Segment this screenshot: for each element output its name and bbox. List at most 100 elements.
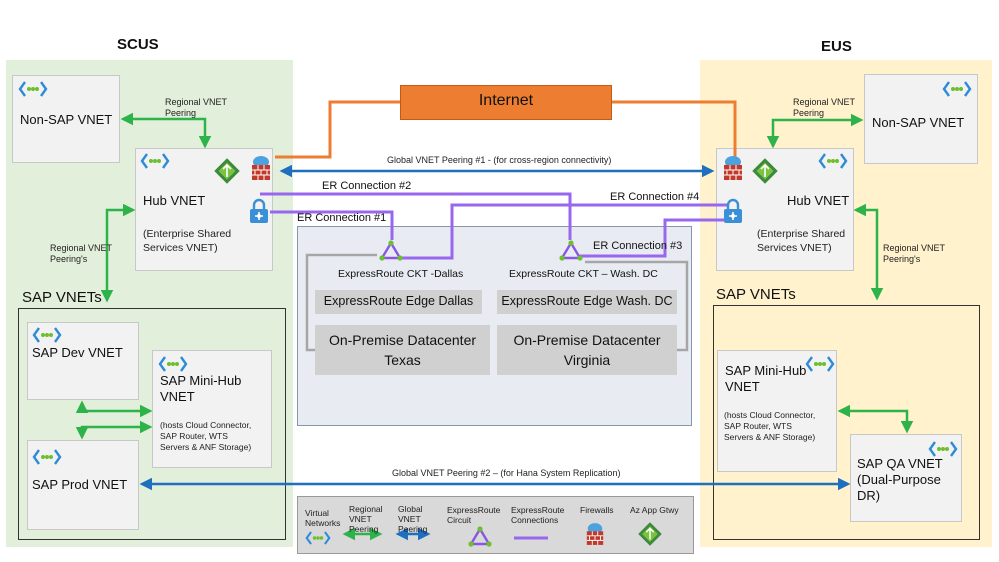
west-regional-peering-side-2: Peering's xyxy=(50,254,88,264)
dallas-circuit-dc-line xyxy=(305,253,377,352)
firewall-icon xyxy=(250,155,272,181)
legend-global-2: VNET xyxy=(398,514,421,524)
gateway-icon xyxy=(214,158,240,184)
firewall-icon xyxy=(585,522,605,546)
vnet-icon xyxy=(158,355,188,373)
west-non-sap-vnet-label: Non-SAP VNET xyxy=(20,112,113,127)
legend-virtual-networks-2: Networks xyxy=(305,518,341,528)
er-connection-1-label: ER Connection #1 xyxy=(297,212,387,224)
legend-er-connections-1: ExpressRoute xyxy=(511,505,565,515)
dc-texas-label-2: Texas xyxy=(384,352,421,368)
legend-er-connections-2: Connections xyxy=(511,515,559,525)
vnet-icon xyxy=(32,326,62,344)
east-regional-peering-side-1: Regional VNET xyxy=(883,243,946,253)
west-regional-peering-side-1: Regional VNET xyxy=(50,243,113,253)
east-peering-minihub-qa xyxy=(837,404,914,434)
er-edge-dc-label: ExpressRoute Edge Wash. DC xyxy=(501,294,673,308)
east-sap-qa-label-2: (Dual-Purpose xyxy=(857,472,941,487)
west-mini-hub-title-1: SAP Mini-Hub xyxy=(160,373,242,388)
west-hub-sub-1: (Enterprise Shared xyxy=(143,228,232,240)
gateway-icon xyxy=(752,158,778,184)
legend-er-circuit-1: ExpressRoute xyxy=(447,505,501,515)
legend-regional-2: VNET xyxy=(349,514,372,524)
west-mini-hub-vnet xyxy=(152,350,272,468)
vnet-icon xyxy=(18,80,48,98)
legend-panel xyxy=(297,496,694,554)
internet-box xyxy=(400,85,612,120)
legend-regional-3: Peering xyxy=(349,524,379,534)
vpn-lock-icon xyxy=(722,198,744,224)
west-hub-vnet xyxy=(135,148,273,271)
internet-label: Internet xyxy=(478,92,534,109)
internet-link-east xyxy=(612,100,737,158)
west-mini-hub-title-2: VNET xyxy=(160,389,195,404)
east-regional-peering-side-2: Peering's xyxy=(883,254,921,264)
er-circuit-icon xyxy=(379,240,403,262)
east-mini-hub-sub-2: SAP Router, WTS xyxy=(724,421,792,431)
vnet-icon xyxy=(942,80,972,98)
eus-title: EUS xyxy=(821,38,852,55)
er-connection-2 xyxy=(260,192,572,240)
west-peering-dev-minihub xyxy=(75,400,153,418)
dc-virginia-label-2: Virginia xyxy=(563,352,611,368)
west-regional-peering-top-2: Peering xyxy=(165,108,197,118)
vnet-icon xyxy=(32,448,62,466)
west-sap-prod-vnet xyxy=(27,440,139,530)
west-hub-title: Hub VNET xyxy=(143,193,206,208)
west-regional-peering-top-1: Regional VNET xyxy=(165,97,228,107)
er-connection-3-label: ER Connection #3 xyxy=(593,240,683,252)
vpn-lock-icon xyxy=(248,198,270,224)
internet-link-west xyxy=(275,100,400,159)
east-sap-qa-label-3: DR) xyxy=(857,488,881,503)
dc-texas-label-1: On-Premise Datacenter xyxy=(328,332,477,348)
vnet-icon xyxy=(818,152,848,170)
east-hub-title: Hub VNET xyxy=(787,193,850,208)
east-regional-peering-top-2: Peering xyxy=(793,108,825,118)
er-edge-dc-box xyxy=(497,290,677,314)
west-mini-hub-sub-3: Servers & ANF Storage) xyxy=(160,442,252,452)
er-connection-3 xyxy=(578,218,732,258)
east-regional-peering-top-1: Regional VNET xyxy=(793,97,856,107)
gateway-icon xyxy=(638,522,662,546)
east-non-sap-vnet-label: Non-SAP VNET xyxy=(872,115,965,130)
east-sap-qa-label-1: SAP QA VNET xyxy=(857,456,943,471)
west-peering-nonsap-hub xyxy=(120,112,212,149)
dc-circuit-dc-line xyxy=(585,260,689,352)
global-peering-2-label: Global VNET Peering #2 – (for Hana Syste… xyxy=(392,468,621,478)
legend-global-1: Global xyxy=(398,504,423,514)
east-sap-vnets-label: SAP VNETs xyxy=(716,286,796,303)
east-mini-hub-vnet xyxy=(717,350,837,472)
er-connection-1 xyxy=(270,210,394,240)
er-circuit-icon xyxy=(468,526,492,548)
er-circuit-icon xyxy=(559,240,583,262)
global-peering-1-label: Global VNET Peering #1 - (for cross-regi… xyxy=(387,155,612,165)
west-hub-sub-2: Services VNET) xyxy=(143,242,218,254)
east-hub-sub-2: Services VNET) xyxy=(757,242,832,254)
east-peering-hub-nonsap xyxy=(766,113,864,149)
legend-app-gateway: Az App Gtwy xyxy=(630,505,679,515)
vnet-icon xyxy=(140,152,170,170)
west-sap-prod-label: SAP Prod VNET xyxy=(32,477,128,492)
dc-virginia-label-1: On-Premise Datacenter xyxy=(513,332,661,348)
vnet-icon xyxy=(805,355,835,373)
er-connection-4-label: ER Connection #4 xyxy=(610,191,700,203)
east-mini-hub-title-1: SAP Mini-Hub xyxy=(725,363,807,378)
vnet-icon xyxy=(305,530,331,546)
er-ckt-dc-label: ExpressRoute CKT – Wash. DC xyxy=(509,268,658,280)
legend-er-circuit-2: Circuit xyxy=(447,515,472,525)
east-mini-hub-sub-1: (hosts Cloud Connector, xyxy=(724,410,816,420)
west-sap-dev-label: SAP Dev VNET xyxy=(32,345,123,360)
legend-global-3: Peering xyxy=(398,524,428,534)
east-mini-hub-sub-3: Servers & ANF Storage) xyxy=(724,432,816,442)
east-mini-hub-title-2: VNET xyxy=(725,379,760,394)
west-sap-vnets-label: SAP VNETs xyxy=(22,289,102,306)
er-edge-dallas-label: ExpressRoute Edge Dallas xyxy=(323,294,474,308)
dc-texas-box xyxy=(315,325,490,375)
legend-firewalls: Firewalls xyxy=(580,505,614,515)
legend-regional-1: Regional xyxy=(349,504,383,514)
er-connection-4 xyxy=(398,203,728,260)
er-edge-dallas-box xyxy=(315,290,482,314)
scus-title: SCUS xyxy=(117,36,159,53)
firewall-icon xyxy=(722,155,744,181)
